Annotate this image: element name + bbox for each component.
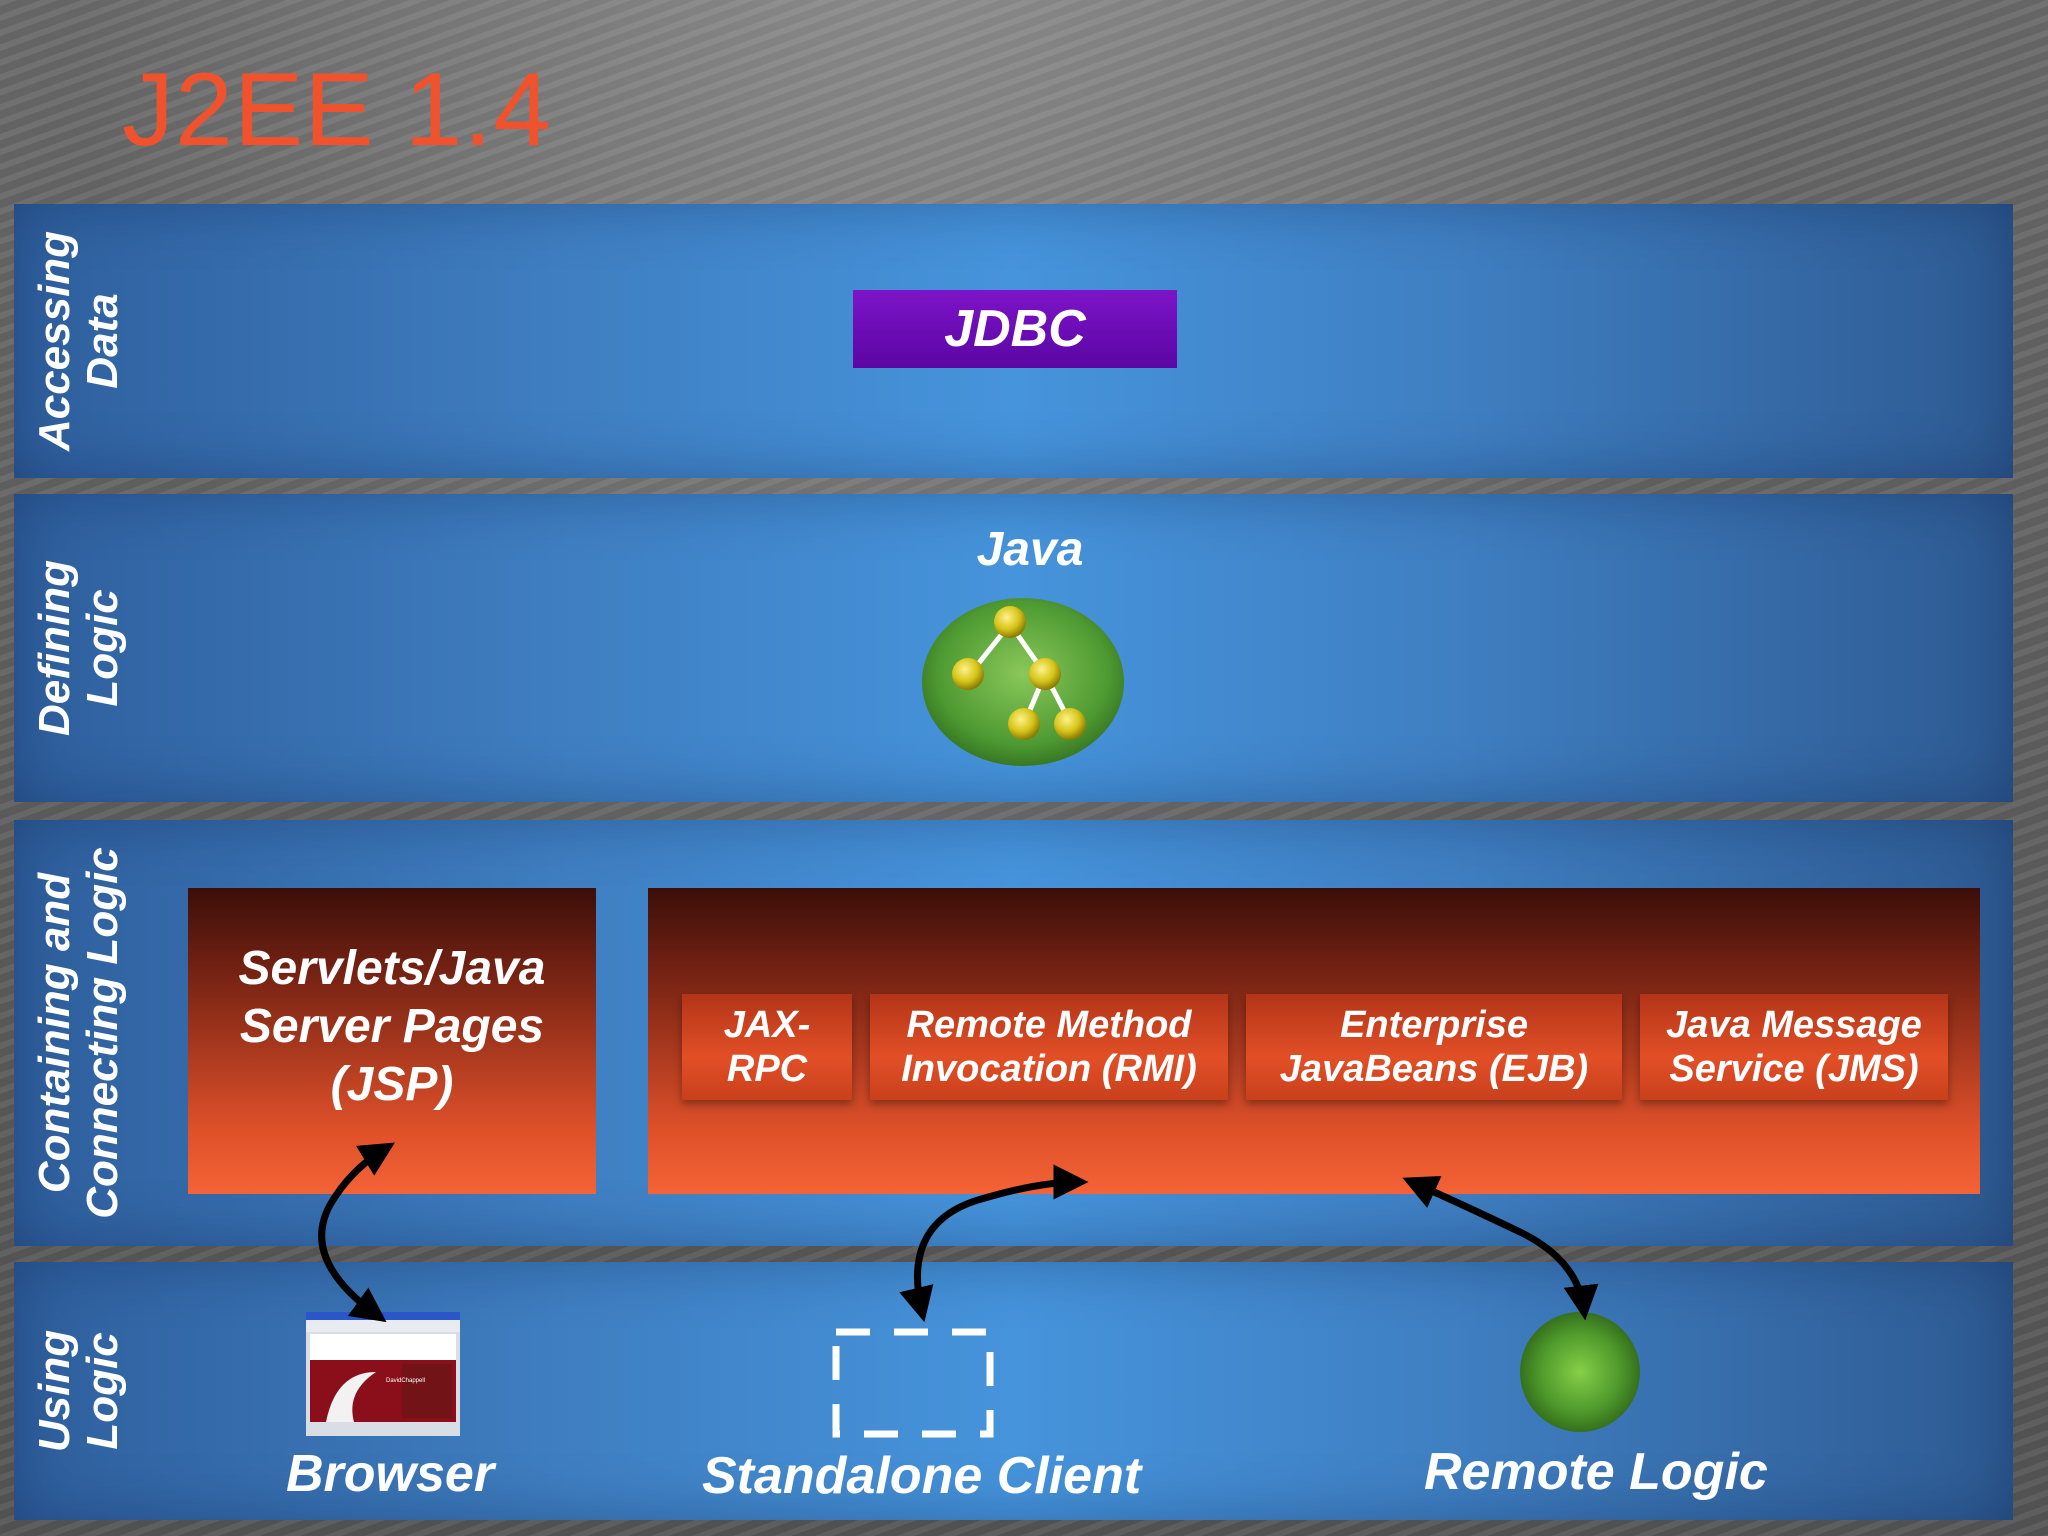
tech-label-line: JAX- [723, 1004, 811, 1046]
standalone-client-icon [832, 1328, 994, 1438]
band-label-using-logic: Using Logic [14, 1262, 144, 1520]
remote-logic-label: Remote Logic [1424, 1443, 1768, 1501]
tech-label-line: Enterprise [1340, 1004, 1528, 1046]
tech-label-line: Service (JMS) [1669, 1048, 1919, 1090]
java-label: Java [976, 523, 1084, 576]
tech-label-line: Remote Method [906, 1004, 1192, 1046]
jax-rpc-box: JAX- RPC [682, 994, 852, 1100]
java-tree-icon [922, 598, 1124, 766]
band-label-line: Connecting Logic [78, 847, 127, 1219]
standalone-client-label: Standalone Client [702, 1447, 1142, 1505]
band-label-accessing-data: Accessing Data [14, 204, 144, 478]
jdbc-box: JDBC [853, 290, 1177, 368]
band-label-line: Logic [78, 589, 127, 707]
jsp-label-line: Server Pages [239, 1000, 545, 1053]
band-label-containing-logic: Containing and Connecting Logic [14, 820, 144, 1246]
rmi-box: Remote Method Invocation (RMI) [870, 994, 1228, 1100]
band-label-line: Containing and [30, 872, 79, 1194]
browser-label: Browser [286, 1445, 495, 1503]
web-container-box: Servlets/Java Server Pages (JSP) [188, 888, 596, 1194]
band-label-line: Data [78, 293, 127, 389]
jms-box: Java Message Service (JMS) [1640, 994, 1948, 1100]
jsp-label-line: Servlets/Java [238, 942, 546, 995]
page-title: J2EE 1.4 [122, 52, 553, 168]
tech-label-line: JavaBeans (EJB) [1279, 1048, 1589, 1090]
band-label-line: Logic [78, 1332, 127, 1450]
tech-label-line: Java Message [1666, 1004, 1922, 1046]
band-label-line: Defining [30, 560, 79, 736]
band-label-line: Using [30, 1329, 79, 1453]
band-label-defining-logic: Defining Logic [14, 494, 144, 802]
browser-thumb-text: DavidChappell [386, 1378, 425, 1384]
jsp-label: Servlets/Java Server Pages (JSP) [188, 940, 596, 1114]
ejb-box: Enterprise JavaBeans (EJB) [1246, 994, 1622, 1100]
tech-label-line: Invocation (RMI) [901, 1048, 1197, 1090]
jsp-label-line: (JSP) [330, 1058, 454, 1111]
browser-screenshot-icon: DavidChappell [306, 1312, 460, 1436]
remote-logic-icon [1520, 1312, 1640, 1432]
band-label-line: Accessing [30, 230, 79, 452]
tech-label-line: RPC [726, 1048, 808, 1090]
